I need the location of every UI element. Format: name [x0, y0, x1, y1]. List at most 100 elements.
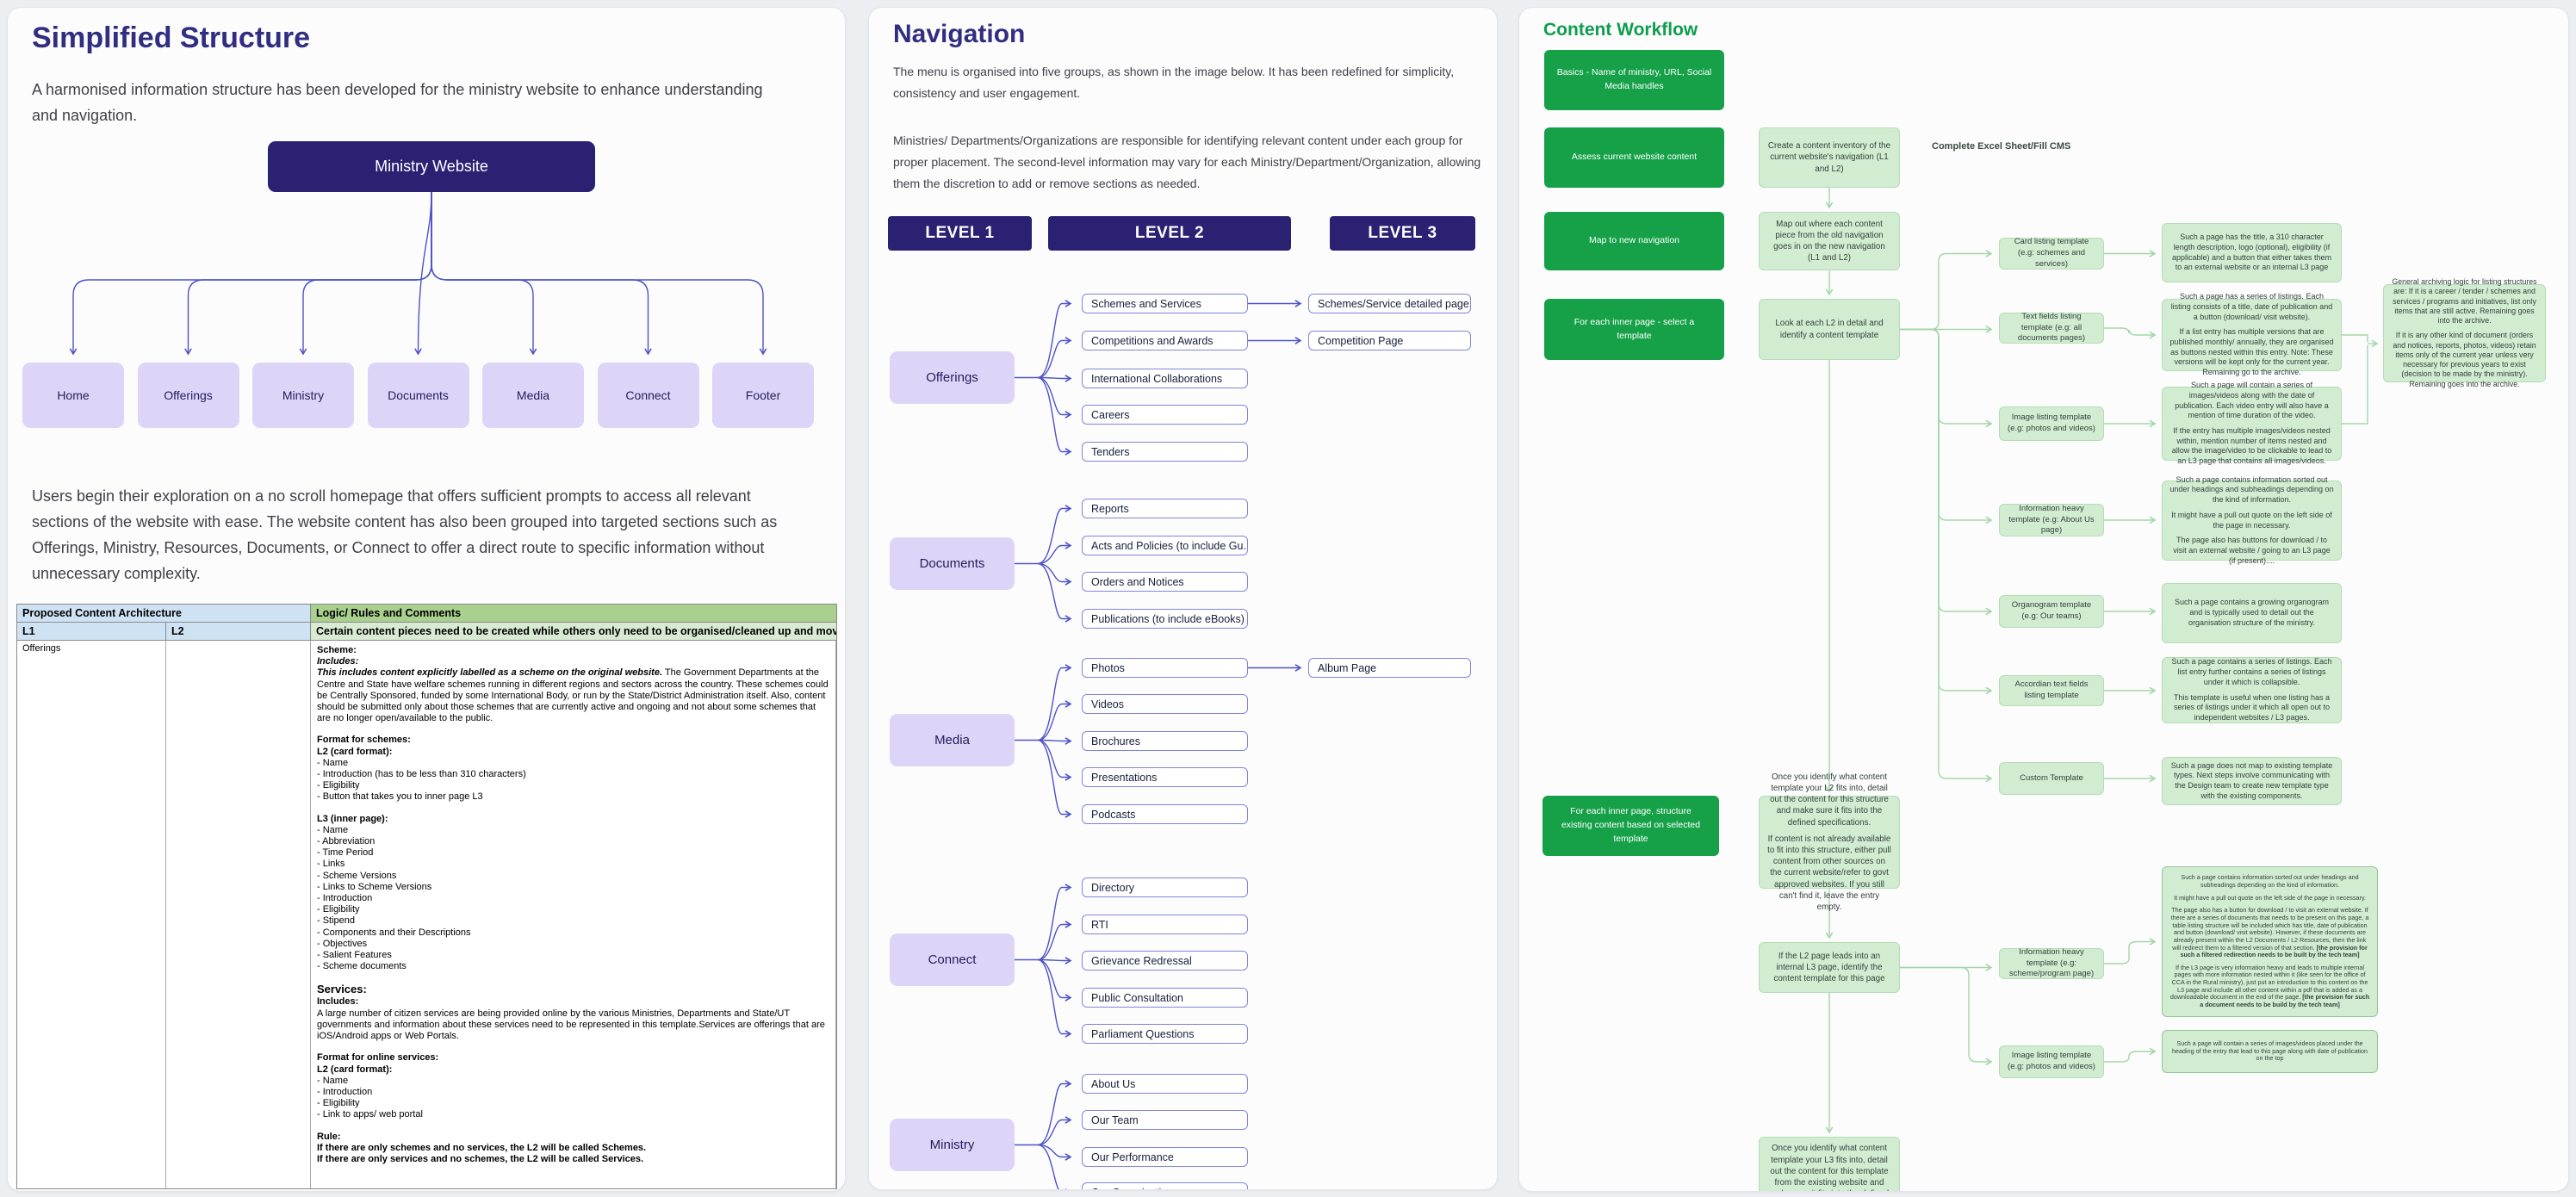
template-box: Card listing template (e.g: schemes and …: [1999, 237, 2104, 270]
template-box: Information heavy template (e.g: scheme/…: [1999, 947, 2104, 979]
workflow-step-box: For each inner page - select a template: [1544, 299, 1724, 360]
nav-paragraph-1: The menu is organised into five groups, …: [893, 65, 1455, 100]
table-col-l1: L1: [17, 623, 166, 641]
nav-l2-node: RTI: [1082, 915, 1248, 934]
template-desc-box: Such a page will contain a series of ima…: [2162, 1030, 2378, 1073]
ministry-website-node: Ministry Website: [268, 141, 595, 192]
template-box: Image listing template (e.g: photos and …: [1999, 406, 2104, 441]
table-logic-line: - Eligibility: [317, 780, 360, 791]
navigation-panel: Navigation The menu is organised into fi…: [868, 7, 1498, 1190]
template-box: Text fields listing template (e.g: all d…: [1999, 312, 2104, 344]
nav-l2-node: Videos: [1082, 694, 1248, 714]
nav-l3-node: Album Page: [1308, 658, 1471, 678]
middle-panel-title: Navigation: [893, 20, 1026, 48]
nav-l2-node: Our Organisation: [1082, 1182, 1248, 1189]
table-logic-line: Includes:: [317, 996, 359, 1008]
level-3-header: LEVEL 3: [1330, 216, 1475, 251]
template-box: Custom Template: [1999, 762, 2104, 795]
table-logic-line: Scheme:: [317, 645, 357, 655]
table-logic-line: - Link to apps/ web portal: [317, 1109, 423, 1120]
table-logic-line: - Scheme Versions: [317, 870, 397, 881]
workflow-step-box: For each inner page, structure existing …: [1542, 796, 1719, 856]
nav-l2-node: Directory: [1082, 878, 1248, 897]
table-logic-line: [317, 972, 829, 983]
nav-l2-node: Acts and Policies (to include Gu...: [1082, 536, 1248, 555]
table-logic-line: - Introduction: [317, 893, 373, 904]
table-col-l2: L2: [166, 623, 311, 641]
table-logic-line: Services:: [317, 983, 367, 996]
level-2-header: LEVEL 2: [1048, 216, 1291, 251]
table-logic-line: - Eligibility: [317, 1098, 360, 1109]
nav-paragraph-2: Ministries/ Departments/Organizations ar…: [893, 133, 1481, 190]
table-logic-line: - Stipend: [317, 915, 356, 927]
template-box: Organogram template (e.g: Our teams): [1999, 595, 2104, 628]
template-box: Image listing template (e.g: photos and …: [1999, 1045, 2104, 1078]
table-logic-line: - Time Period: [317, 847, 374, 859]
table-logic-line: - Objectives: [317, 938, 368, 949]
simplified-structure-panel: Simplified Structure A harmonised inform…: [7, 7, 846, 1192]
nav-l3-node: Schemes/Service detailed page: [1308, 294, 1471, 313]
table-cell-l2-empty: [166, 641, 311, 1188]
content-architecture-table: Proposed Content Architecture Logic/ Rul…: [16, 604, 837, 1189]
template-desc-box: Such a page has the title, a 310 charact…: [2162, 223, 2342, 282]
table-logic-line: - Introduction (has to be less than 310 …: [317, 769, 526, 780]
table-header-proposed: Proposed Content Architecture: [17, 605, 311, 623]
org-child-node-connect: Connect: [597, 363, 699, 428]
nav-l1-node-media: Media: [890, 714, 1015, 766]
nav-l1-node-connect: Connect: [890, 933, 1015, 986]
table-logic-line: - Button that takes you to inner page L3: [317, 791, 483, 803]
nav-l2-node: Tenders: [1082, 442, 1248, 462]
nav-l2-node: Our Team: [1082, 1110, 1248, 1130]
table-logic-line: - Links to Scheme Versions: [317, 881, 432, 892]
table-logic-line: [317, 724, 829, 735]
workflow-process-box: Once you identify what content template …: [1759, 1137, 1900, 1191]
workflow-process-box: Once you identify what content template …: [1759, 772, 1900, 912]
workflow-step-box: Basics - Name of ministry, URL, Social M…: [1544, 50, 1724, 110]
table-logic-line: [317, 1121, 829, 1132]
template-desc-box: Such a page does not map to existing tem…: [2162, 757, 2342, 805]
template-desc-box: Such a page contains a growing organogra…: [2162, 583, 2342, 643]
table-logic-line: Format for schemes:: [317, 735, 411, 746]
template-desc-box: Such a page contains a series of listing…: [2162, 657, 2342, 723]
table-logic-line: - Abbreviation: [317, 836, 376, 847]
nav-l2-node: Schemes and Services: [1082, 294, 1248, 313]
table-logic-line: - Eligibility: [317, 904, 360, 915]
table-logic-line: L2 (card format):: [317, 746, 393, 757]
left-body-paragraph: Users begin their exploration on a no sc…: [32, 487, 778, 582]
content-workflow-panel: Content Workflow Complete Excel Sheet/Fi…: [1518, 7, 2569, 1192]
nav-l2-node: Competitions and Awards: [1082, 331, 1248, 350]
org-child-node-footer: Footer: [712, 363, 814, 428]
template-desc-box: Such a page contains information sorted …: [2162, 475, 2342, 565]
workflow-step-box: Assess current website content: [1544, 127, 1724, 188]
template-desc-box: Such a page will contain a series of ima…: [2162, 381, 2342, 465]
nav-l1-node-offerings: Offerings: [890, 351, 1015, 404]
excel-cms-note: Complete Excel Sheet/Fill CMS: [1932, 141, 2071, 152]
nav-l2-node: Grievance Redressal: [1082, 951, 1248, 971]
workflow-process-box: If the L2 page leads into an internal L3…: [1759, 942, 1900, 993]
nav-l1-node-ministry: Ministry: [890, 1119, 1015, 1171]
org-child-node-documents: Documents: [367, 363, 469, 428]
table-logic-line: [317, 803, 829, 814]
template-box: Accordian text fields listing template: [1999, 675, 2104, 706]
nav-l2-node: Publications (to include eBooks): [1082, 609, 1248, 629]
org-child-node-ministry: Ministry: [252, 363, 354, 428]
workflow-step-box: Map to new navigation: [1544, 212, 1724, 270]
nav-l2-node: About Us: [1082, 1074, 1248, 1094]
table-logic-line: Format for online services:: [317, 1052, 439, 1064]
table-logic-line: A large number of citizen services are b…: [317, 1008, 825, 1042]
nav-l2-node: Orders and Notices: [1082, 572, 1248, 592]
template-desc-box: Such a page has a series of listings. Ea…: [2162, 292, 2342, 376]
nav-l2-node: Our Performance: [1082, 1147, 1248, 1167]
table-logic-line: - Links: [317, 859, 345, 870]
table-logic-line: - Scheme documents: [317, 961, 407, 972]
left-panel-title: Simplified Structure: [32, 22, 311, 54]
table-logic-line: If there are only schemes and no service…: [317, 1142, 647, 1153]
table-subheader-logic: Certain content pieces need to be create…: [311, 623, 836, 641]
left-intro-paragraph: A harmonised information structure has b…: [32, 81, 763, 124]
nav-l2-node: Brochures: [1082, 731, 1248, 751]
nav-l2-node: Reports: [1082, 499, 1248, 518]
table-logic-line: [317, 1042, 829, 1052]
table-logic-line: - Introduction: [317, 1086, 373, 1097]
table-logic-line: - Name: [317, 824, 349, 835]
table-logic-line: - Components and their Descriptions: [317, 927, 471, 938]
